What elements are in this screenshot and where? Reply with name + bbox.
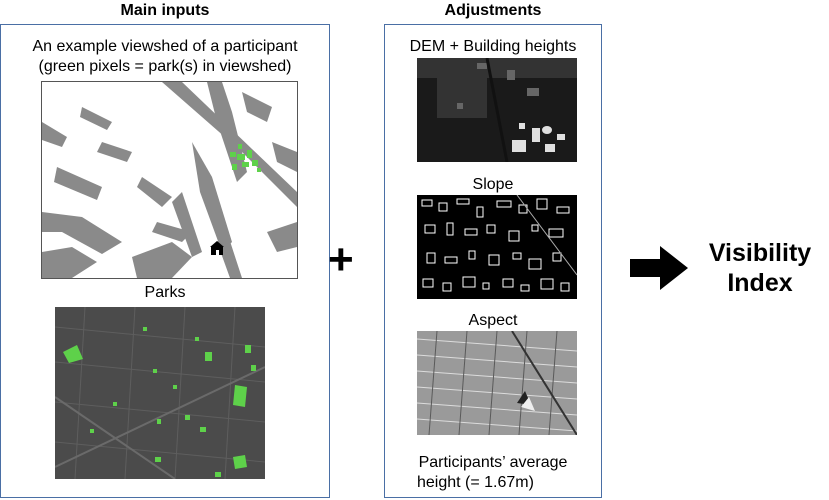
visibility-index-label: Visibility Index [690, 238, 829, 298]
adjustments-heading: Adjustments [444, 2, 542, 19]
height-line1: Participants’ average [418, 454, 568, 471]
parks-caption: Parks [144, 284, 186, 301]
aspect-map [417, 331, 577, 435]
aspect-caption: Aspect [468, 312, 518, 329]
height-line2: height (= 1.67m) [417, 474, 534, 491]
viewshed-caption-line1: An example viewshed of a participant [32, 38, 298, 55]
slope-map [417, 195, 577, 299]
dem-caption: DEM + Building heights [409, 38, 577, 55]
slope-caption: Slope [472, 176, 514, 193]
adjustments-panel: DEM + Building heights Slope [384, 24, 602, 498]
plus-operator: + [328, 235, 354, 284]
parks-map [55, 307, 265, 479]
main-inputs-heading: Main inputs [120, 2, 210, 19]
house-icon [210, 241, 224, 255]
viewshed-map [41, 81, 298, 279]
right-arrow-icon [630, 246, 688, 290]
visibility-index-line1: Visibility [708, 239, 812, 267]
dem-map [417, 58, 577, 162]
visibility-index-line2: Index [727, 269, 793, 297]
main-inputs-panel: An example viewshed of a participant (gr… [0, 24, 330, 498]
viewshed-caption-line2: (green pixels = park(s) in viewshed) [38, 58, 292, 75]
